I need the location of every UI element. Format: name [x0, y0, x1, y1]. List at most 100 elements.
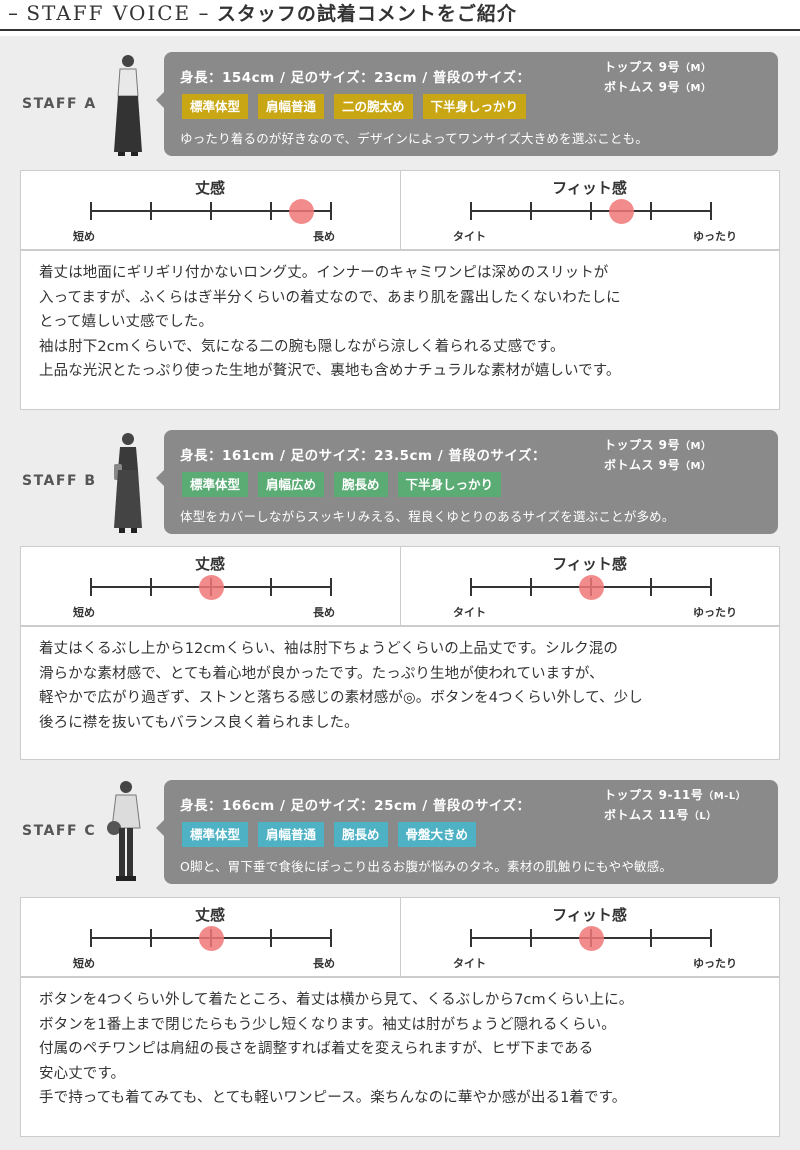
- comment-line: 入ってますが、ふくらはぎ半分くらいの着丈なので、あまり肌を露出したくないわたしに: [39, 289, 621, 306]
- scale-min-label: タイト: [453, 230, 486, 243]
- comment-line: 着丈はくるぶし上から12cmくらい、袖は肘下ちょうどくらいの上品丈です。シルク混…: [39, 641, 618, 657]
- scale-title: 丈感: [194, 179, 225, 197]
- scale-tick: [470, 929, 472, 947]
- title-english: STAFF VOICE: [26, 1, 192, 25]
- body-type-tags: 標準体型肩幅広め腕長め下半身しっかり: [182, 472, 502, 497]
- scale-marker: [608, 199, 634, 224]
- body-type-tag: 腕長め: [334, 822, 388, 847]
- fit-scales: 丈感 短め 長め フィット感 タイト ゆったり: [20, 546, 780, 626]
- scale-title: フィット感: [552, 555, 627, 573]
- length-scale: 丈感 短め 長め: [21, 171, 399, 249]
- staff-note: O脚と、胃下垂で食後にぽっこり出るお腹が悩みのタネ。素材の肌触りにもやや敏感。: [180, 859, 673, 874]
- comment-line: 袖は肘下2cmくらいで、気になる二の腕も隠しながら涼しく着られる丈感です。: [39, 338, 565, 355]
- staff-stats: 身長：166cm / 足のサイズ：25cm / 普段のサイズ：: [180, 798, 531, 814]
- scale-tick: [270, 578, 272, 596]
- staff-usual-sizes: トップス 9号（M） ボトムス 9号（M）: [604, 436, 711, 476]
- scale-marker: [578, 926, 604, 951]
- scale-max-label: 長め: [313, 606, 335, 619]
- staff-profile-bubble: 身長：154cm / 足のサイズ：23cm / 普段のサイズ： トップス 9号（…: [156, 52, 778, 156]
- staff-comment: 着丈は地面にギリギリ付かないロング丈。インナーのキャミワンピは深めのスリットが入…: [20, 250, 780, 410]
- scale-min-label: 短め: [73, 606, 95, 619]
- scale-max-label: 長め: [313, 230, 335, 243]
- scale-tick: [470, 202, 472, 220]
- body-type-tag: 標準体型: [182, 94, 249, 119]
- comment-line: 後ろに襟を抜いてもバランス良く着られました。: [39, 714, 359, 731]
- staff-stats: 身長：154cm / 足のサイズ：23cm / 普段のサイズ：: [180, 70, 531, 86]
- scale-max-label: ゆったり: [693, 606, 737, 619]
- comment-line: 手で持っても着てみても、とても軽いワンピース。楽ちんなのに華やか感が出る1着です…: [39, 1090, 627, 1106]
- staff-profile-bubble: 身長：161cm / 足のサイズ：23.5cm / 普段のサイズ： トップス 9…: [156, 430, 778, 534]
- staff-profile-bubble: 身長：166cm / 足のサイズ：25cm / 普段のサイズ： トップス 9-1…: [156, 780, 778, 884]
- scale-tick: [150, 202, 152, 220]
- scale-tick: [330, 202, 332, 220]
- scale-min-label: 短め: [73, 957, 95, 970]
- body-type-tag: 二の腕太め: [334, 94, 413, 119]
- staff-note: 体型をカバーしながらスッキリみえる、程良くゆとりのあるサイズを選ぶことが多め。: [180, 509, 675, 524]
- comment-line: 安心丈です。: [39, 1065, 126, 1082]
- body-type-tag: 骨盤大きめ: [397, 822, 477, 847]
- scale-min-label: 短め: [73, 230, 95, 243]
- length-scale: 丈感 短め 長め: [21, 898, 399, 976]
- tops-size: トップス 9-11号: [604, 788, 704, 802]
- comment-line: 着丈は地面にギリギリ付かないロング丈。インナーのキャミワンピは深めのスリットが: [39, 265, 609, 281]
- length-scale: 丈感 短め 長め: [21, 547, 399, 625]
- scale-tick: [270, 202, 272, 220]
- staff-usual-sizes: トップス 9号（M） ボトムス 9号（M）: [604, 58, 711, 98]
- staff-photo: [108, 52, 148, 164]
- body-type-tag: 肩幅広め: [258, 472, 325, 497]
- staff-note: ゆったり着るのが好きなので、デザインによってワンサイズ大きめを選ぶことも。: [180, 131, 649, 146]
- scale-tick: [650, 202, 652, 220]
- scale-tick: [150, 929, 152, 947]
- staff-usual-sizes: トップス 9-11号（M-L） ボトムス 11号（L）: [604, 786, 746, 826]
- title-dash-left: –: [8, 1, 19, 25]
- staff-comment: 着丈はくるぶし上から12cmくらい、袖は肘下ちょうどくらいの上品丈です。シルク混…: [20, 626, 780, 760]
- section-header: – STAFF VOICE – スタッフの試着コメントをご紹介: [0, 0, 800, 31]
- tops-size-letter: （M）: [680, 63, 712, 74]
- comment-line: ボタンを1番上まで閉じたらもう少し短くなります。袖丈は肘がちょうど隠れるくらい。: [39, 1016, 616, 1033]
- comment-line: ボタンを4つくらい外して着たところ、着丈は横から見て、くるぶしから7cmくらい上…: [39, 992, 634, 1008]
- scale-tick: [590, 202, 592, 220]
- staff-photo: [108, 430, 148, 542]
- body-type-tags: 標準体型肩幅普通二の腕太め下半身しっかり: [182, 94, 527, 119]
- tops-size: トップス 9号: [604, 60, 681, 74]
- title-dash-right: –: [198, 1, 210, 25]
- scale-tick: [650, 929, 652, 947]
- scale-tick: [150, 578, 152, 596]
- scale-title: フィット感: [552, 906, 627, 924]
- scale-tick: [530, 578, 532, 596]
- body-type-tag: 下半身しっかり: [422, 94, 527, 119]
- scale-tick: [650, 578, 652, 596]
- comment-line: 上品な光沢とたっぷり使った生地が贅沢で、裏地も含めナチュラルな素材が嬉しいです。: [39, 363, 621, 379]
- fit-scales: 丈感 短め 長め フィット感 タイト ゆったり: [20, 170, 780, 250]
- bottoms-size-letter: （M）: [680, 461, 712, 472]
- scale-tick: [90, 929, 92, 947]
- body-type-tag: 標準体型: [182, 472, 249, 497]
- bottoms-size-letter: （M）: [680, 83, 712, 94]
- body-type-tags: 標準体型肩幅普通腕長め骨盤大きめ: [182, 822, 477, 847]
- scale-marker: [198, 926, 224, 951]
- staff-comment: ボタンを4つくらい外して着たところ、着丈は横から見て、くるぶしから7cmくらい上…: [20, 977, 780, 1137]
- body-type-tag: 肩幅普通: [258, 822, 325, 847]
- scale-tick: [210, 202, 212, 220]
- scale-title: 丈感: [194, 906, 225, 924]
- body-type-tag: 腕長め: [334, 472, 388, 497]
- scale-tick: [330, 929, 332, 947]
- scale-max-label: ゆったり: [693, 230, 737, 243]
- scale-min-label: タイト: [453, 957, 486, 970]
- scale-tick: [710, 929, 712, 947]
- comment-line: とって嬉しい丈感でした。: [39, 314, 214, 330]
- scale-marker: [288, 199, 314, 224]
- bottoms-size: ボトムス 9号: [604, 458, 681, 472]
- comment-line: 滑らかな素材感で、とても着心地が良かったです。たっぷり生地が使われていますが、: [39, 665, 604, 682]
- section-title: – STAFF VOICE – スタッフの試着コメントをご紹介: [8, 1, 517, 29]
- body-type-tag: 肩幅普通: [258, 94, 325, 119]
- fit-scales: 丈感 短め 長め フィット感 タイト ゆったり: [20, 897, 780, 977]
- scale-tick: [90, 202, 92, 220]
- fit-scale: フィット感 タイト ゆったり: [400, 171, 778, 249]
- header-divider: [0, 29, 800, 31]
- tops-size-letter: （M）: [680, 441, 712, 452]
- tops-size: トップス 9号: [604, 438, 681, 452]
- scale-tick: [710, 578, 712, 596]
- scale-tick: [710, 202, 712, 220]
- staff-label: STAFF C: [22, 823, 97, 839]
